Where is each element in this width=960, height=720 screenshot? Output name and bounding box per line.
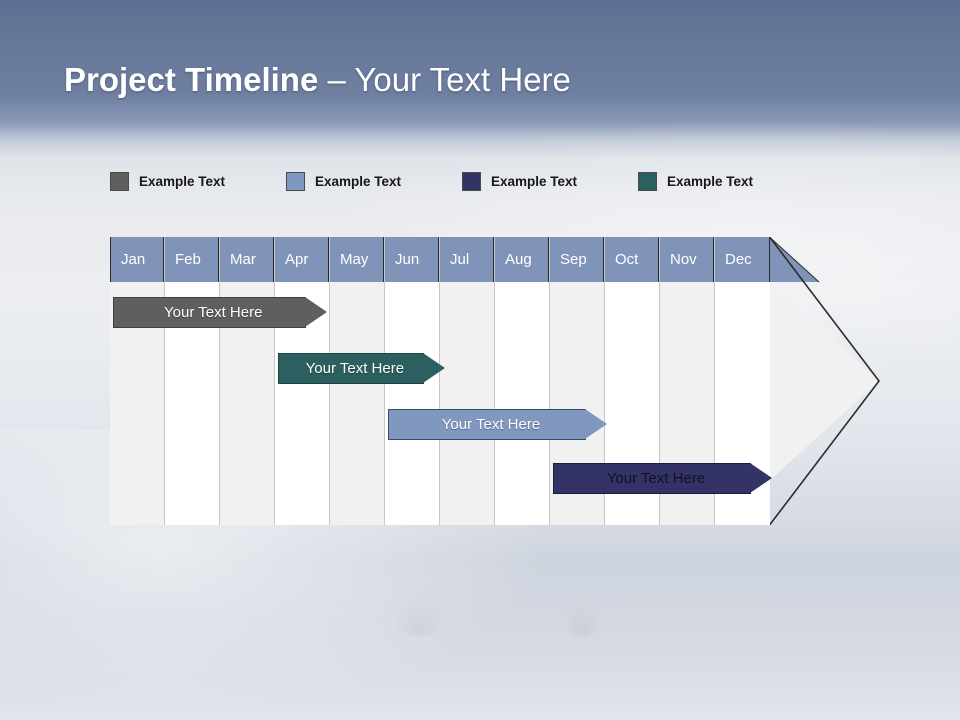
month-header-jul[interactable]: Jul <box>440 237 494 282</box>
task-bar-label: Your Text Here <box>164 304 263 321</box>
month-column: Jan <box>110 237 165 525</box>
legend-item[interactable]: Example Text <box>638 170 753 192</box>
task-bar-label: Your Text Here <box>305 360 405 377</box>
month-column: Mar <box>220 237 275 525</box>
month-header-may[interactable]: May <box>330 237 384 282</box>
chart-reflection <box>110 527 880 637</box>
legend-swatch <box>286 171 305 191</box>
page-title-light: Your Text Here <box>354 61 571 98</box>
legend-label: Example Text <box>315 173 402 189</box>
legend-label: Example Text <box>139 173 226 189</box>
month-header-dec[interactable]: Dec <box>715 237 770 282</box>
task-bar-arrow-tip <box>750 463 772 493</box>
legend-swatch <box>110 171 129 191</box>
task-bar[interactable]: Your Text Here <box>553 463 773 494</box>
month-header-aug[interactable]: Aug <box>495 237 549 282</box>
page-title-bold: Project Timeline <box>64 61 319 98</box>
legend-label: Example Text <box>491 173 578 189</box>
task-bar-body <box>553 463 751 494</box>
legend-swatch <box>638 171 657 191</box>
month-header-mar[interactable]: Mar <box>220 237 274 282</box>
month-header-apr[interactable]: Apr <box>275 237 329 282</box>
month-column: Aug <box>495 237 550 525</box>
task-bar-arrow-tip <box>422 353 445 383</box>
month-header-sep[interactable]: Sep <box>550 237 604 282</box>
task-bar-body <box>113 297 306 328</box>
task-bar[interactable]: Your Text Here <box>113 297 328 328</box>
task-bar-label: Your Text Here <box>606 470 706 487</box>
task-bar[interactable]: Your Text Here <box>278 353 446 384</box>
page-title-separator: – <box>318 61 355 98</box>
legend-item[interactable]: Example Text <box>286 170 401 192</box>
month-header-jan[interactable]: Jan <box>110 237 164 282</box>
page-title: Project Timeline – Your Text Here <box>64 58 571 102</box>
month-header-oct[interactable]: Oct <box>605 237 659 282</box>
task-bar[interactable]: Your Text Here <box>388 409 608 440</box>
month-header-jun[interactable]: Jun <box>385 237 439 282</box>
task-bar-label: Your Text Here <box>441 416 541 433</box>
month-column: Jul <box>440 237 495 525</box>
month-header-nov[interactable]: Nov <box>660 237 714 282</box>
month-header-feb[interactable]: Feb <box>165 237 219 282</box>
task-bar-arrow-tip <box>585 409 607 439</box>
legend-item[interactable]: Example Text <box>462 170 577 192</box>
legend-label: Example Text <box>667 173 754 189</box>
month-column: Feb <box>165 237 220 525</box>
task-bar-arrow-tip <box>304 297 327 327</box>
legend-swatch <box>462 171 481 191</box>
legend-item[interactable]: Example Text <box>110 170 225 192</box>
